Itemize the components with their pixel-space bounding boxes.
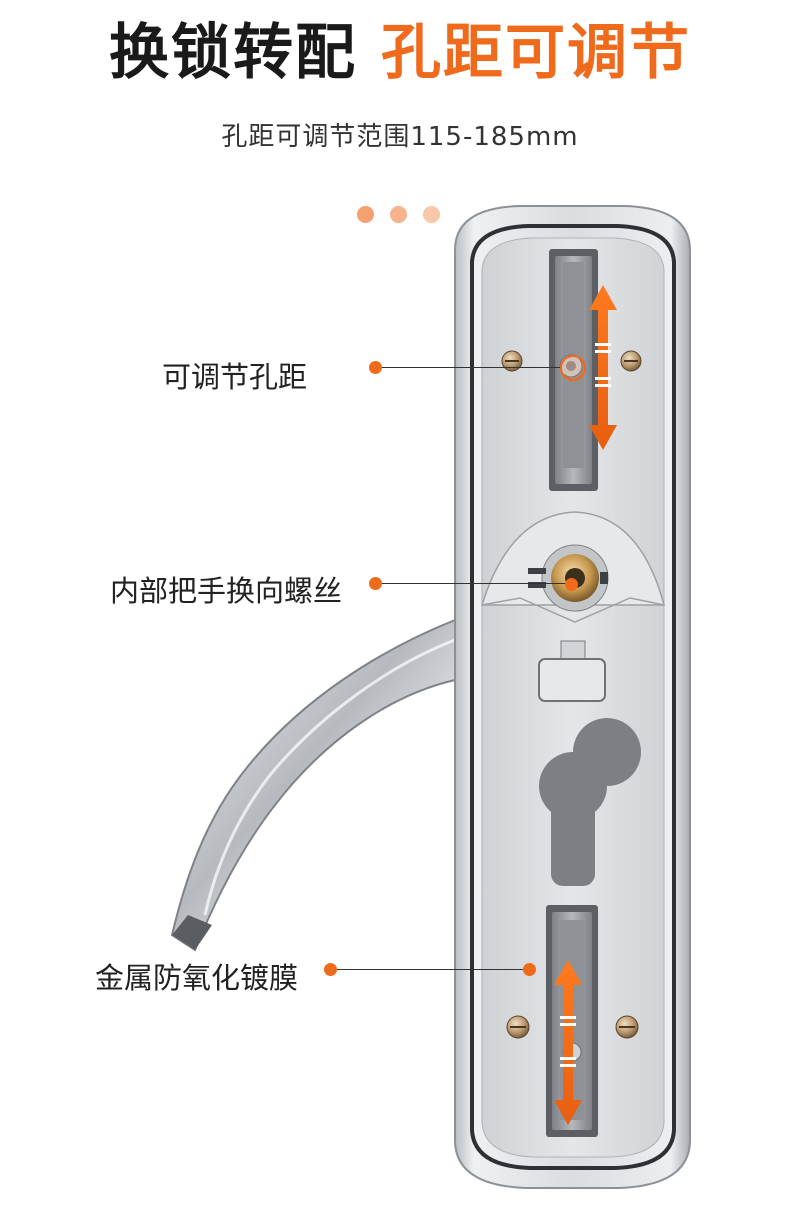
lever-handle — [170, 618, 456, 952]
callout-end-dot-icon — [565, 578, 578, 591]
title-accent: 孔距可调节 — [381, 18, 691, 88]
latch-window — [538, 640, 606, 702]
highlight-ring-icon — [560, 355, 586, 381]
page-title: 换锁转配孔距可调节 — [0, 18, 800, 88]
decorative-dots — [357, 206, 456, 227]
dot-icon — [357, 206, 374, 223]
dot-icon — [390, 206, 407, 223]
callout-leader-line — [382, 367, 560, 368]
callout-label-anti-oxidation-coating: 金属防氧化镀膜 — [95, 961, 299, 995]
callout-label-adjustable-spacing: 可调节孔距 — [162, 360, 308, 394]
callout-bullet-icon — [324, 963, 337, 976]
callout-label-handle-reversing-screw: 内部把手换向螺丝 — [110, 574, 343, 608]
lower-double-arrow-icon — [554, 960, 582, 1125]
key-cylinder-hole — [539, 718, 641, 886]
upper-double-arrow-icon — [589, 285, 617, 450]
callout-bullet-icon — [369, 577, 382, 590]
callout-bullet-icon — [369, 361, 382, 374]
callout-end-dot-icon — [523, 963, 536, 976]
page-subtitle: 孔距可调节范围115-185mm — [221, 122, 579, 152]
callout-leader-line — [337, 969, 525, 970]
dot-icon — [423, 206, 440, 223]
title-dark: 换锁转配 — [109, 18, 357, 88]
spindle-housing — [480, 511, 665, 623]
callout-leader-line — [382, 583, 568, 584]
